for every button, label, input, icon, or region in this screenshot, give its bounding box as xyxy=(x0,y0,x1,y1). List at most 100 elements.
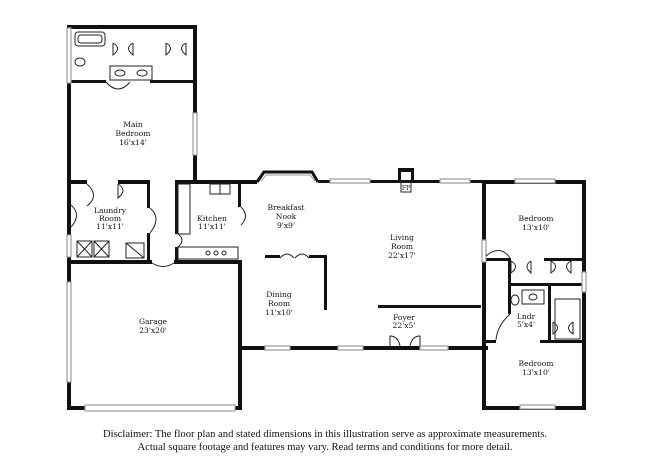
wall xyxy=(193,155,197,182)
bathtub xyxy=(74,31,106,47)
door-swing xyxy=(165,42,171,57)
disclaimer-line-1: Disclaimer: The floor plan and stated di… xyxy=(102,429,548,440)
door-swing xyxy=(70,204,77,228)
wall xyxy=(67,406,85,410)
door-swing xyxy=(149,207,157,234)
door-swing xyxy=(117,183,124,200)
walls xyxy=(67,25,586,410)
wall xyxy=(238,260,242,410)
window xyxy=(66,234,72,258)
wall xyxy=(238,180,241,207)
wall xyxy=(150,80,193,83)
fireplace xyxy=(400,181,412,193)
burner xyxy=(213,250,219,256)
window xyxy=(264,345,291,351)
fixtures xyxy=(74,31,581,340)
garage-door xyxy=(84,404,236,412)
bath-toilet xyxy=(510,294,520,306)
door-swing xyxy=(105,81,131,90)
door-swing xyxy=(86,183,94,207)
window xyxy=(66,27,72,84)
bay-window-glass xyxy=(260,174,316,182)
wall xyxy=(548,285,551,343)
wall xyxy=(398,168,414,172)
lndr-dims: 5'x4' xyxy=(517,320,535,329)
sink xyxy=(136,69,148,77)
window xyxy=(337,345,364,351)
lndr-name: Lndr xyxy=(517,312,536,321)
fireplace-label: FP xyxy=(402,185,410,192)
main-bedroom-name1: Main xyxy=(123,120,143,129)
living-name1: Living xyxy=(390,233,414,242)
bedroom-top-dims: 13'x10' xyxy=(522,223,550,232)
washer-mark xyxy=(76,240,93,258)
foyer-name: Foyer xyxy=(393,313,415,322)
door-swing xyxy=(128,42,134,57)
door-swing xyxy=(526,260,532,275)
living-name2: Room xyxy=(391,242,413,251)
wall xyxy=(309,255,327,258)
wall xyxy=(378,305,481,308)
wall xyxy=(67,25,197,29)
heater-mark xyxy=(125,242,145,259)
kitchen-name: Kitchen xyxy=(197,214,227,223)
breakfast-name2: Nook xyxy=(276,212,297,221)
sink xyxy=(114,69,126,77)
door-swing xyxy=(568,321,574,335)
bath-sink xyxy=(528,293,538,301)
window xyxy=(419,345,449,351)
windows xyxy=(66,27,587,412)
wall xyxy=(67,180,87,184)
wall xyxy=(175,247,178,264)
wall xyxy=(582,180,586,410)
wall xyxy=(324,255,327,310)
living-dims: 22'x17' xyxy=(388,251,416,260)
garage-dims: 23'x20' xyxy=(139,326,167,335)
door-swing xyxy=(510,260,516,275)
wall xyxy=(486,258,510,261)
wall xyxy=(508,283,582,286)
counter xyxy=(177,246,239,260)
front-door xyxy=(409,335,421,347)
window xyxy=(66,281,72,383)
breakfast-dims: 9'x9' xyxy=(277,221,295,230)
wall xyxy=(71,80,106,83)
wall xyxy=(544,258,582,261)
wall xyxy=(67,25,71,184)
door-swing xyxy=(279,253,295,259)
garage-name: Garage xyxy=(139,317,168,326)
kitchen-dims: 11'x11' xyxy=(198,222,226,231)
dining-dims: 11'x10' xyxy=(265,308,293,317)
wall xyxy=(486,340,496,343)
window xyxy=(192,112,198,156)
wall xyxy=(118,180,148,184)
burner xyxy=(205,250,211,256)
wall xyxy=(193,25,197,113)
bedroom-top-name: Bedroom xyxy=(519,214,554,223)
dining-name2: Room xyxy=(268,299,290,308)
main-bedroom-name2: Bedroom xyxy=(116,129,151,138)
door-swing xyxy=(552,321,558,335)
window xyxy=(481,239,487,263)
bath-vanity xyxy=(521,289,545,305)
door-swing xyxy=(151,262,175,267)
bedroom-bottom-name: Bedroom xyxy=(519,359,554,368)
bathtub-basin xyxy=(77,34,103,44)
door-swing xyxy=(294,253,310,259)
window xyxy=(439,178,471,184)
wall xyxy=(398,168,401,182)
wall xyxy=(265,255,280,258)
laundry-name2: Room xyxy=(99,214,121,223)
water-heater xyxy=(125,242,145,259)
window xyxy=(581,271,587,293)
disclaimer-line-2: Actual square footage and features may v… xyxy=(137,442,513,453)
breakfast-name1: Breakfast xyxy=(267,203,304,212)
wall xyxy=(540,340,582,343)
wall xyxy=(147,233,150,263)
door-swing xyxy=(485,250,511,259)
foyer-dims: 22'x5' xyxy=(393,321,416,330)
laundry-dims: 11'x11' xyxy=(96,222,124,231)
bath-tub xyxy=(554,298,581,340)
wall xyxy=(175,180,178,234)
